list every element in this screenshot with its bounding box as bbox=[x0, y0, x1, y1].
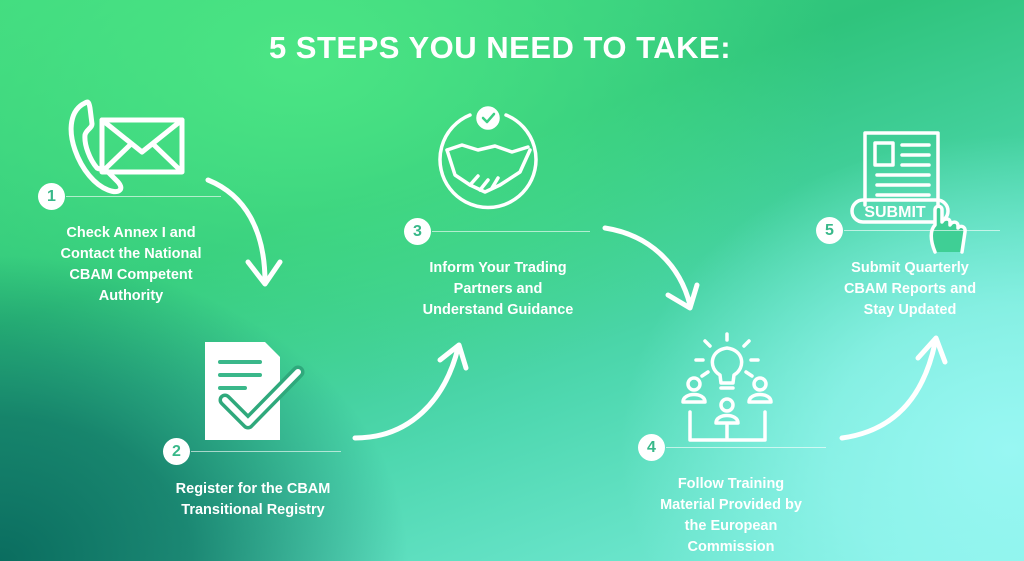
submit-label: SUBMIT bbox=[864, 204, 926, 221]
step-text: Inform Your Trading Partners and Underst… bbox=[422, 260, 574, 318]
step-text: Register for the CBAM Transitional Regis… bbox=[175, 481, 331, 518]
step-number-badge: 2 bbox=[163, 438, 190, 465]
divider bbox=[432, 231, 590, 232]
phone-envelope-icon bbox=[68, 99, 185, 195]
divider bbox=[844, 230, 1000, 231]
arrow-4-to-5 bbox=[839, 335, 948, 441]
step-number-badge: 4 bbox=[638, 434, 665, 461]
step-text: Submit Quarterly CBAM Reports and Stay U… bbox=[843, 260, 977, 318]
document-check-icon bbox=[205, 342, 305, 440]
arrow-1-to-2 bbox=[205, 177, 283, 287]
arrow-2-to-3 bbox=[352, 342, 469, 441]
step-number-badge: 5 bbox=[816, 217, 843, 244]
handshake-icon bbox=[438, 106, 538, 210]
step-number-badge: 3 bbox=[404, 218, 431, 245]
divider bbox=[191, 451, 341, 452]
arrow-3-to-4 bbox=[602, 225, 700, 311]
page-title: 5 STEPS YOU NEED TO TAKE: bbox=[268, 30, 732, 65]
step-text: Follow Training Material Provided by the… bbox=[660, 476, 802, 555]
divider bbox=[666, 447, 826, 448]
step-text: Check Annex I and Contact the National C… bbox=[60, 225, 202, 304]
team-idea-icon bbox=[681, 332, 773, 442]
divider bbox=[66, 196, 221, 197]
step-number-badge: 1 bbox=[38, 183, 65, 210]
submit-form-icon: SUBMIT bbox=[850, 131, 967, 254]
